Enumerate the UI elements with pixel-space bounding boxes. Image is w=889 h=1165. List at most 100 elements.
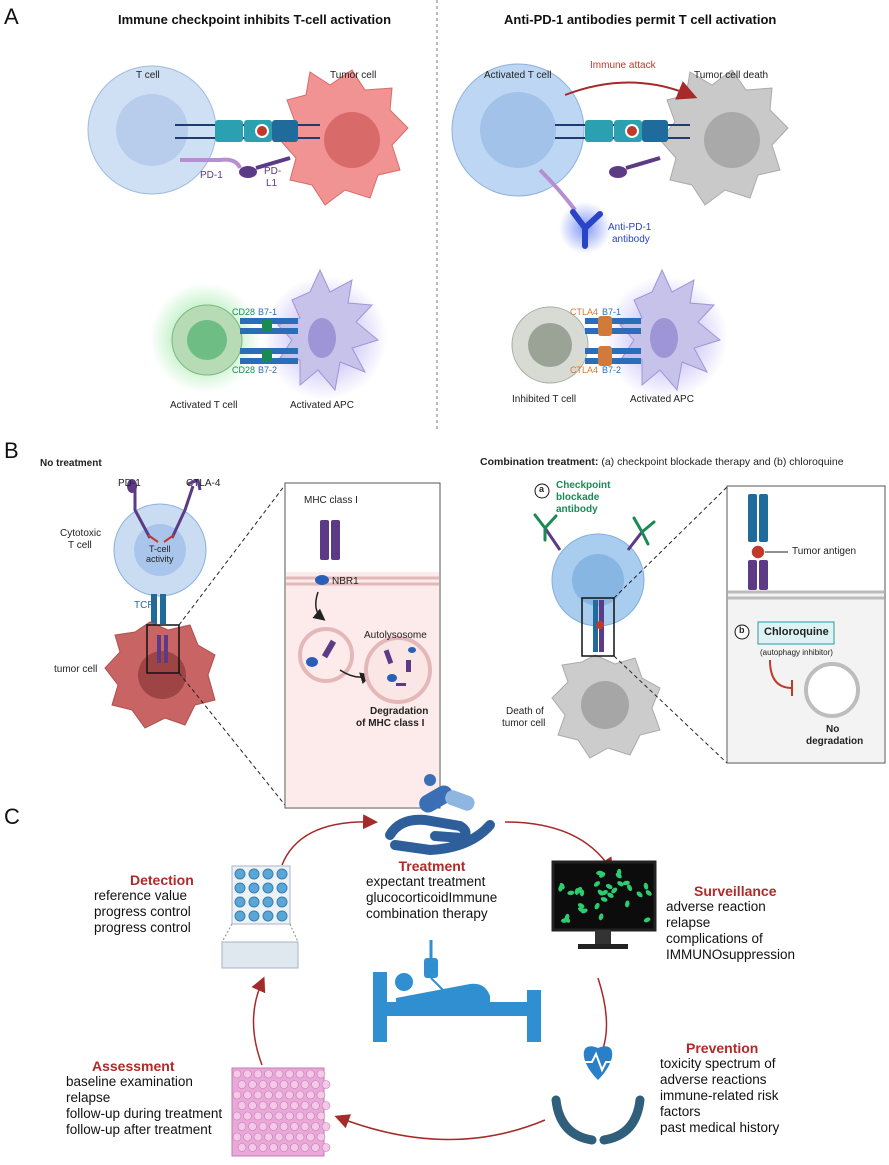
tissue-cell bbox=[311, 1080, 320, 1089]
tissue-cell bbox=[258, 1143, 268, 1152]
treatment-line-1: expectant treatment bbox=[366, 874, 486, 889]
well-dot bbox=[248, 910, 260, 922]
tissue-cell bbox=[306, 1111, 315, 1121]
well-dot bbox=[262, 910, 274, 922]
tissue-cell bbox=[295, 1090, 305, 1100]
tissue-cell bbox=[279, 1143, 289, 1152]
b71-right-label: B7-1 bbox=[602, 307, 622, 317]
surveillance-block: Surveillance adverse reaction relapse co… bbox=[666, 883, 795, 963]
surveillance-line-1: adverse reaction bbox=[666, 899, 766, 914]
prevention-line-2: adverse reactions bbox=[660, 1072, 767, 1087]
prevention-line-4: factors bbox=[660, 1104, 701, 1119]
tissue-cell bbox=[264, 1132, 273, 1142]
tissue-cell bbox=[295, 1069, 305, 1079]
no-treatment-label: No treatment bbox=[40, 458, 102, 469]
tissue-cell bbox=[232, 1090, 242, 1100]
tissue-cell bbox=[274, 1069, 284, 1079]
prevention-title: Prevention bbox=[686, 1040, 759, 1056]
tissue-cell bbox=[274, 1090, 284, 1100]
tissue-cell bbox=[253, 1132, 263, 1142]
tissue-cell bbox=[279, 1101, 289, 1110]
marker-b-circle bbox=[734, 624, 750, 640]
death-label-line2: tumor cell bbox=[502, 718, 546, 729]
tissue-cell bbox=[321, 1080, 331, 1089]
cytotoxic-label-line2: T cell bbox=[68, 540, 92, 551]
zoom-box-right bbox=[581, 597, 615, 657]
well-dot bbox=[276, 910, 288, 922]
tissue-cell bbox=[243, 1069, 252, 1079]
monitor-cell bbox=[615, 872, 622, 879]
panel-a-right-title: Anti-PD-1 antibodies permit T cell activ… bbox=[504, 12, 777, 27]
tissue-cell bbox=[274, 1111, 284, 1121]
monitor-cell bbox=[611, 887, 618, 894]
tissue-cell bbox=[264, 1090, 273, 1100]
combination-rest: (a) checkpoint blockade therapy and (b) … bbox=[601, 456, 844, 468]
tissue-cell bbox=[321, 1143, 331, 1152]
tissue-cell bbox=[258, 1080, 268, 1089]
tissue-cell bbox=[290, 1122, 299, 1131]
tissue-cell bbox=[321, 1101, 331, 1110]
tissue-cell bbox=[258, 1101, 268, 1110]
chloroquine-inset bbox=[726, 485, 886, 764]
assessment-title: Assessment bbox=[92, 1058, 175, 1074]
receptor-complex-a-right bbox=[538, 120, 690, 212]
tissue-cell bbox=[285, 1090, 294, 1100]
anti-pd1-antibody bbox=[559, 202, 611, 254]
tcell-activity-line1: T-cell bbox=[149, 544, 171, 554]
monitor-cell bbox=[645, 890, 652, 896]
tissue-cell bbox=[248, 1143, 257, 1152]
marker-a-circle bbox=[534, 483, 550, 499]
inhibited-t-cell-label: Inhibited T cell bbox=[512, 394, 577, 405]
well-dot bbox=[234, 882, 246, 894]
anti-pd1-label-line1: Anti-PD-1 bbox=[608, 222, 652, 233]
b72-right-label: B7-2 bbox=[602, 365, 622, 375]
marker-b: b bbox=[739, 625, 745, 635]
tissue-cell bbox=[237, 1080, 247, 1089]
tissue-cell bbox=[274, 1132, 284, 1142]
surveillance-line-2: relapse bbox=[666, 915, 711, 930]
well-dot bbox=[248, 882, 260, 894]
monitor-cell bbox=[599, 872, 606, 878]
tumor-cell-death-label: Tumor cell death bbox=[694, 70, 769, 81]
receptor-complex-a-left bbox=[175, 120, 320, 178]
activated-apc-left bbox=[277, 268, 380, 392]
cd28-b7-bonds bbox=[240, 318, 298, 364]
immune-attack-arrow bbox=[564, 81, 698, 100]
tumor-antigen-label: Tumor antigen bbox=[792, 546, 857, 557]
monitor-cell bbox=[593, 881, 601, 887]
tissue-cell bbox=[248, 1101, 257, 1110]
tissue-cell bbox=[269, 1122, 278, 1131]
tissue-cell bbox=[232, 1069, 242, 1079]
tissue-cell bbox=[316, 1132, 326, 1142]
monitor-cell bbox=[577, 903, 585, 909]
tissue-cell bbox=[285, 1111, 294, 1121]
tissue-cell bbox=[237, 1101, 247, 1110]
patient-bed-icon bbox=[373, 940, 541, 1042]
treatment-block: Treatment expectant treatment glucocorti… bbox=[366, 858, 498, 922]
well-dot bbox=[234, 896, 246, 908]
checkpoint-label-line3: antibody bbox=[556, 504, 598, 515]
tissue-cell bbox=[311, 1101, 320, 1110]
assessment-line-3: follow-up during treatment bbox=[66, 1106, 223, 1121]
treatment-line-2: glucocorticoidImmune bbox=[366, 890, 498, 905]
tissue-cell bbox=[253, 1090, 263, 1100]
assessment-block: Assessment baseline examination relapse … bbox=[66, 1058, 222, 1138]
tissue-cell bbox=[290, 1143, 299, 1152]
autophagy-inhibitor-label: (autophagy inhibitor) bbox=[760, 648, 833, 657]
tumor-cell-b-label: tumor cell bbox=[54, 664, 98, 675]
tissue-cell bbox=[300, 1122, 310, 1131]
assessment-line-2: relapse bbox=[66, 1090, 111, 1105]
monitor-cell bbox=[600, 896, 608, 902]
tissue-cell bbox=[316, 1069, 326, 1079]
b71-label: B7-1 bbox=[258, 307, 278, 317]
monitor-cell bbox=[581, 908, 588, 914]
monitor-cell bbox=[597, 889, 604, 896]
well-dot bbox=[276, 882, 288, 894]
well-dot bbox=[248, 896, 260, 908]
ctla4-b-label: CTLA-4 bbox=[186, 478, 221, 489]
tissue-cell bbox=[300, 1101, 310, 1110]
detection-line-3: progress control bbox=[94, 920, 191, 935]
tissue-cell bbox=[269, 1101, 278, 1110]
monitor-cell bbox=[617, 881, 624, 887]
